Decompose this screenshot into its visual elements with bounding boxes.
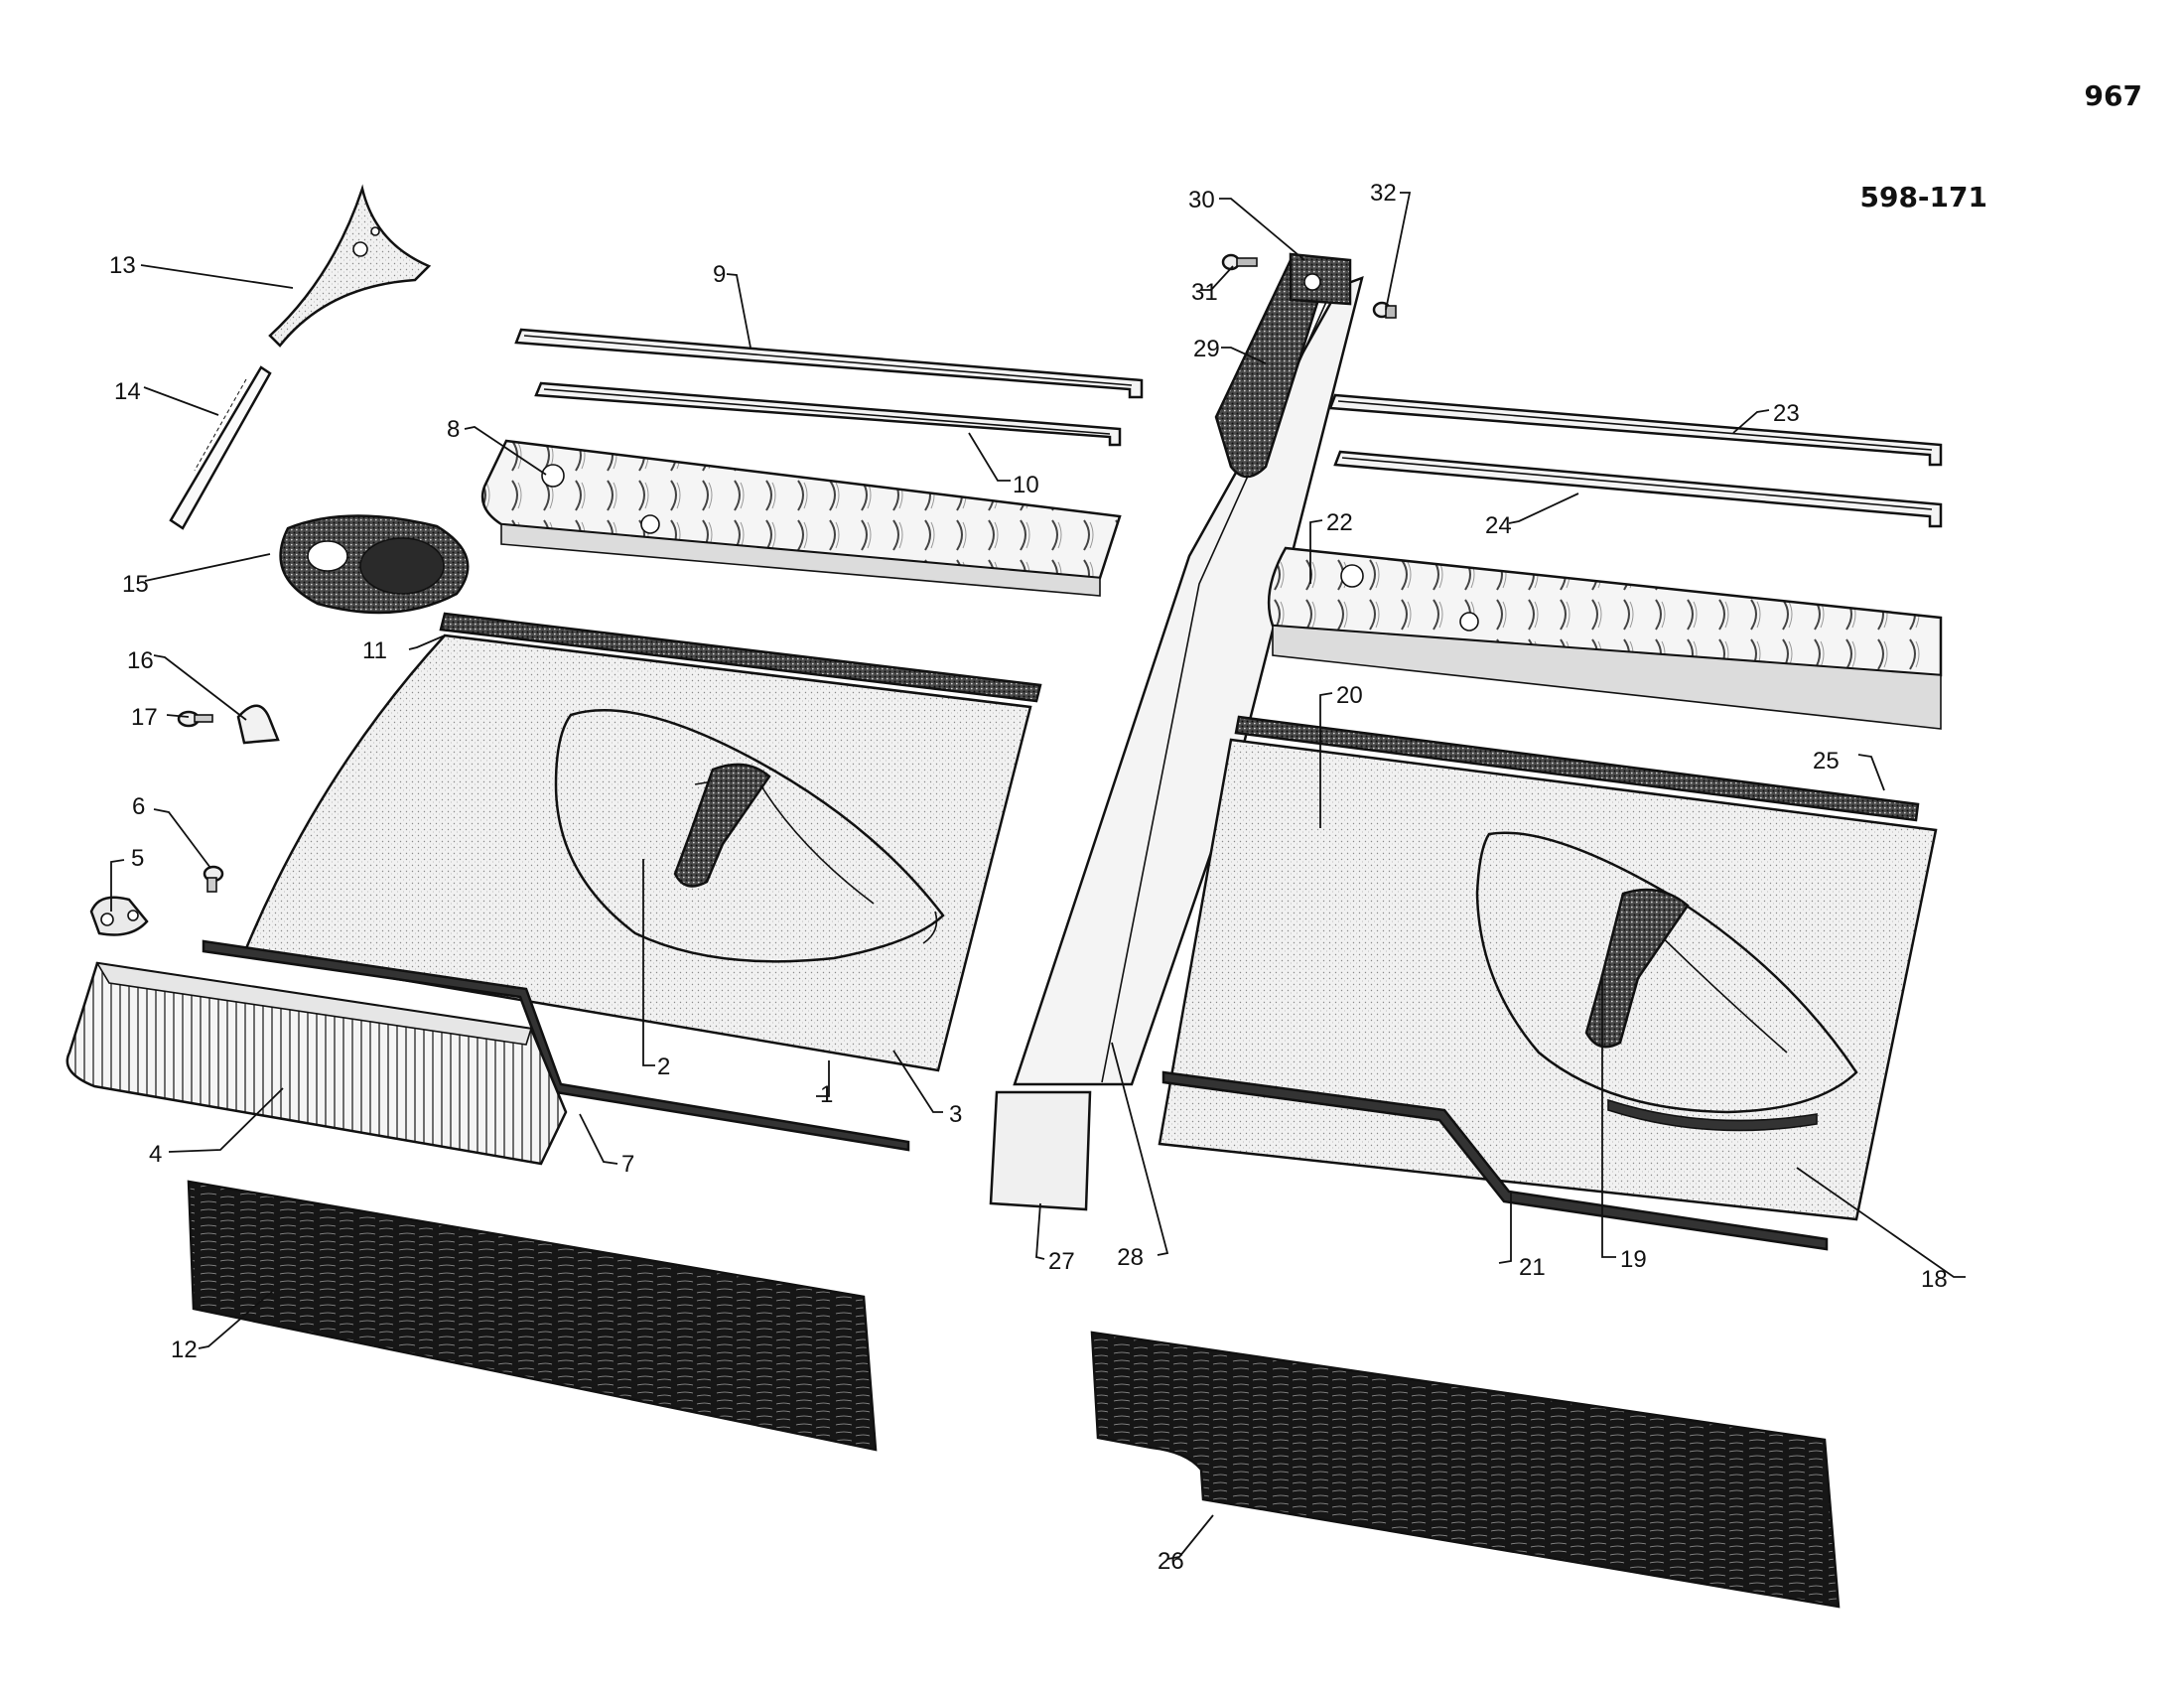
part-22-armrest xyxy=(1267,546,1943,730)
part-10-rail xyxy=(534,381,1122,447)
part-30-bracket xyxy=(1289,252,1352,306)
callout-29: 29 xyxy=(1193,336,1220,362)
part-19-pocket-foam xyxy=(1584,888,1690,1049)
part-21-trim xyxy=(1161,1070,1829,1251)
part-4-kick-pad xyxy=(66,961,568,1166)
callout-20: 20 xyxy=(1336,682,1363,709)
part-11-beading xyxy=(439,612,1042,703)
part-31-screw xyxy=(1221,253,1258,271)
part-7-trim xyxy=(202,939,910,1152)
callout-22: 22 xyxy=(1326,509,1353,536)
callout-9: 9 xyxy=(713,261,726,288)
leader-lines xyxy=(110,192,1966,1560)
part-16-clip xyxy=(236,704,280,745)
callout-31: 31 xyxy=(1191,279,1218,306)
part-24-rail xyxy=(1333,450,1943,528)
callout-7: 7 xyxy=(621,1151,634,1178)
callout-32: 32 xyxy=(1370,180,1397,207)
part-12-carpet xyxy=(187,1180,878,1452)
callout-10: 10 xyxy=(1013,472,1039,498)
callout-19: 19 xyxy=(1620,1246,1647,1273)
part-32-screw xyxy=(1372,301,1397,319)
callout-28: 28 xyxy=(1117,1244,1144,1271)
part-6-screw xyxy=(203,865,224,893)
callout-17: 17 xyxy=(131,704,158,731)
part-13-corner-bracket xyxy=(268,184,432,348)
callout-4: 4 xyxy=(149,1141,162,1168)
part-29-pillar-foam xyxy=(1214,258,1330,479)
callout-5: 5 xyxy=(131,845,144,872)
callout-23: 23 xyxy=(1773,400,1800,427)
callout-24: 24 xyxy=(1485,512,1512,539)
part-25-beading xyxy=(1234,715,1920,822)
part-5-clip xyxy=(89,896,149,936)
callout-18: 18 xyxy=(1921,1266,1948,1293)
callout-25: 25 xyxy=(1813,748,1840,774)
callout-3: 3 xyxy=(949,1101,962,1128)
part-8-armrest xyxy=(480,439,1122,597)
part-27-pillar-cap xyxy=(989,1090,1092,1211)
callout-15: 15 xyxy=(122,571,149,598)
part-9-rail xyxy=(514,328,1144,399)
callout-numbers: 1 2 3 4 5 6 7 8 9 10 11 12 13 14 15 16 1… xyxy=(109,180,1948,1575)
part-2-pocket-foam xyxy=(673,763,771,888)
callout-6: 6 xyxy=(132,793,145,820)
callout-27: 27 xyxy=(1048,1248,1075,1275)
callout-26: 26 xyxy=(1158,1548,1184,1575)
part-26-carpet xyxy=(1090,1331,1841,1609)
callout-14: 14 xyxy=(114,378,141,405)
callout-13: 13 xyxy=(109,252,136,279)
part-17-screw xyxy=(177,710,213,728)
callout-21: 21 xyxy=(1519,1254,1546,1281)
part-14-strip xyxy=(169,365,272,530)
callout-12: 12 xyxy=(171,1336,198,1363)
part-15-escutcheon xyxy=(279,514,470,615)
callout-30: 30 xyxy=(1188,187,1215,213)
callout-2: 2 xyxy=(657,1054,670,1080)
callout-11: 11 xyxy=(362,637,387,664)
figure-code: 598-171 xyxy=(1859,181,1987,213)
callout-16: 16 xyxy=(127,647,154,674)
callout-1: 1 xyxy=(820,1081,833,1108)
callout-8: 8 xyxy=(447,416,460,443)
part-23-rail xyxy=(1328,393,1943,467)
page-number: 967 xyxy=(2085,79,2142,112)
